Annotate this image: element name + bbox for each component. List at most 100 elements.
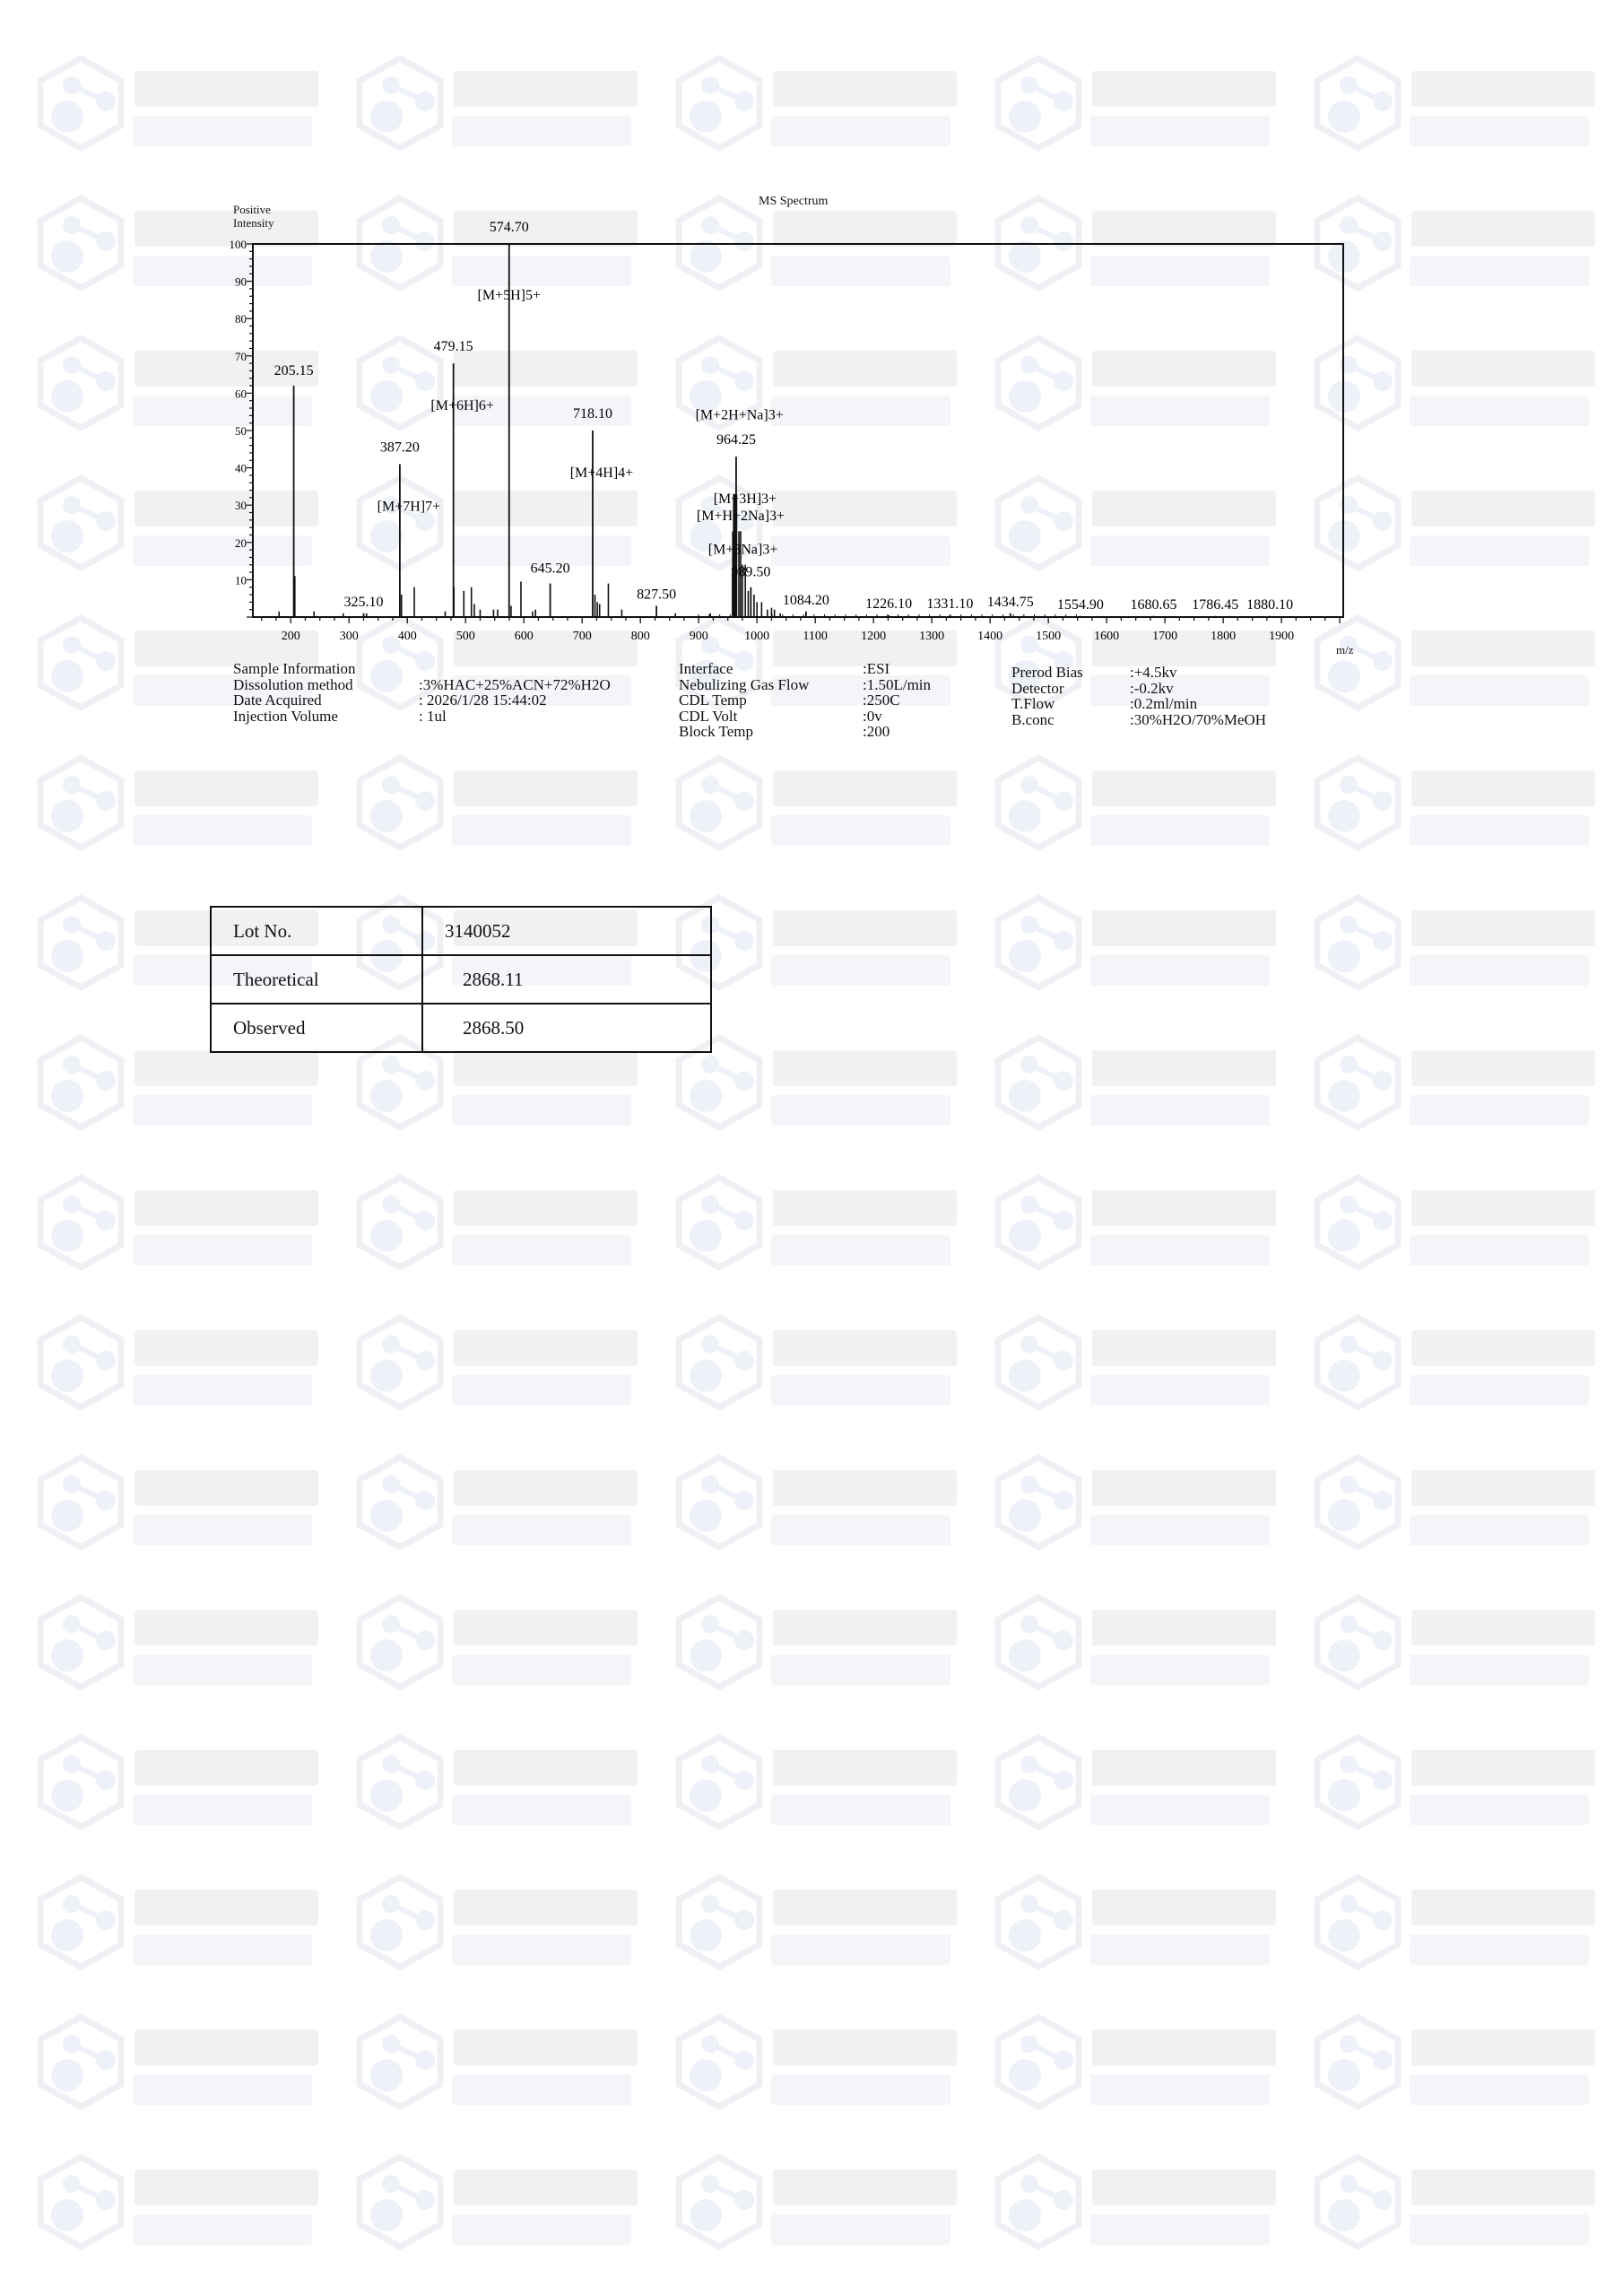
x-tick-label: 900 — [690, 630, 708, 643]
watermark-logo — [1304, 880, 1609, 1005]
watermark-logo — [665, 1579, 970, 1705]
x-tick-label: 1200 — [861, 630, 886, 643]
info-value: :200 — [863, 723, 890, 740]
y-tick-label: 10 — [235, 573, 247, 587]
watermark-logo — [985, 1579, 1289, 1705]
y-tick-label: 40 — [235, 462, 247, 475]
watermark-logo — [665, 1160, 970, 1285]
watermark-logo — [665, 740, 970, 865]
peak-label: 325.10 — [344, 595, 384, 610]
watermark-logo — [346, 1999, 651, 2125]
info-label: Nebulizing Gas Flow — [679, 675, 810, 693]
info-value: :0.2ml/min — [1130, 695, 1198, 712]
x-tick-label: 500 — [456, 630, 475, 643]
info-label: T.Flow — [1011, 695, 1055, 712]
ion-label: [M+7H]7+ — [378, 499, 440, 514]
observed-value: 2868.50 — [421, 1003, 712, 1053]
watermark-logo — [27, 2139, 332, 2265]
peak-label: 1331.10 — [926, 596, 973, 612]
y-tick-label: 100 — [230, 238, 247, 251]
peak-label: 1434.75 — [987, 595, 1034, 610]
peak-label: 645.20 — [531, 561, 570, 577]
x-tick-label: 1000 — [744, 630, 769, 643]
watermark-logo — [985, 1719, 1289, 1845]
watermark-logo — [1304, 1439, 1609, 1565]
ion-label: [M+2H+Na]3+ — [696, 408, 784, 423]
ion-label: [M+4H]4+ — [570, 465, 633, 481]
chart-title: MS Spectrum — [759, 195, 829, 208]
watermark-logo — [985, 2139, 1289, 2265]
watermark-logo — [665, 1999, 970, 2125]
sample-info-heading: Sample Information — [233, 660, 356, 677]
watermark-logo — [346, 1859, 651, 1985]
watermark-logo — [985, 880, 1289, 1005]
info-value: :250C — [863, 691, 900, 709]
info-value: : 2026/1/28 15:44:02 — [419, 691, 547, 709]
watermark-logo — [665, 2139, 970, 2265]
peak-label: 1226.10 — [865, 596, 912, 612]
peak-label: 1554.90 — [1057, 597, 1104, 613]
instrument-info-values: :ESI :1.50L/min :250C :0v :200 — [863, 661, 931, 740]
info-label: CDL Volt — [679, 707, 738, 725]
table-row: Lot No. 3140052 — [210, 906, 712, 956]
ion-label: [M+3Na]3+ — [708, 542, 778, 557]
peak-label: 574.70 — [490, 220, 529, 235]
x-tick-label: 1900 — [1269, 630, 1294, 643]
y-tick-label: 50 — [235, 424, 247, 438]
peak-label: 718.10 — [573, 406, 612, 422]
watermark-logo — [985, 1999, 1289, 2125]
info-value: :+4.5kv — [1130, 664, 1177, 681]
x-tick-label: 700 — [573, 630, 592, 643]
detector-info-values: :+4.5kv :-0.2kv :0.2ml/min :30%H2O/70%Me… — [1130, 665, 1266, 727]
info-label: Injection Volume — [233, 707, 338, 725]
ion-label: [M+3H]3+ — [714, 491, 777, 507]
watermark-logo — [985, 1300, 1289, 1425]
watermark-logo — [1304, 740, 1609, 865]
info-label: Interface — [679, 660, 733, 677]
ion-label: [M+5H]5+ — [478, 288, 541, 303]
info-label: Date Acquired — [233, 691, 322, 709]
watermark-logo — [665, 1439, 970, 1565]
watermark-logo — [346, 2139, 651, 2265]
x-axis-label: m/z — [1336, 643, 1354, 657]
watermark-logo — [985, 1859, 1289, 1985]
watermark-logo — [665, 1719, 970, 1845]
info-value: : 1ul — [419, 707, 447, 725]
watermark-logo — [1304, 1160, 1609, 1285]
x-tick-label: 800 — [631, 630, 650, 643]
x-tick-label: 1400 — [977, 630, 1002, 643]
info-value: :3%HAC+25%ACN+72%H2O — [419, 675, 611, 693]
theoretical-value: 2868.11 — [421, 954, 712, 1004]
watermark-logo — [665, 1300, 970, 1425]
x-tick-label: 1300 — [919, 630, 944, 643]
observed-label: Observed — [210, 1003, 423, 1053]
ion-label: [M+6H]6+ — [430, 398, 493, 413]
watermark-logo — [346, 740, 651, 865]
x-tick-label: 1600 — [1094, 630, 1119, 643]
watermark-logo — [27, 1719, 332, 1845]
info-value: :30%H2O/70%MeOH — [1130, 710, 1267, 728]
plot-frame — [252, 243, 1344, 618]
y-tick-label: 20 — [235, 536, 247, 550]
info-label: Block Temp — [679, 723, 754, 740]
watermark-logo — [346, 1719, 651, 1845]
peak-label: 1084.20 — [783, 593, 829, 608]
info-label: CDL Temp — [679, 691, 747, 709]
watermark-logo — [1304, 1999, 1609, 2125]
x-tick-label: 1100 — [803, 630, 827, 643]
watermark-logo — [985, 1160, 1289, 1285]
watermark-logo — [27, 1439, 332, 1565]
watermark-logo — [1304, 1300, 1609, 1425]
peak-label: 479.15 — [434, 339, 473, 354]
watermark-logo — [27, 1579, 332, 1705]
watermark-logo — [1304, 1020, 1609, 1145]
peak-label: 1680.65 — [1131, 597, 1177, 613]
info-value: :0v — [863, 707, 882, 725]
instrument-info-labels: Interface Nebulizing Gas Flow CDL Temp C… — [679, 661, 809, 740]
watermark-logo — [346, 1160, 651, 1285]
table-row: Theoretical 2868.11 — [210, 954, 712, 1004]
info-label: B.conc — [1011, 710, 1055, 728]
info-value: :ESI — [863, 660, 890, 677]
lot-label: Lot No. — [210, 906, 423, 956]
